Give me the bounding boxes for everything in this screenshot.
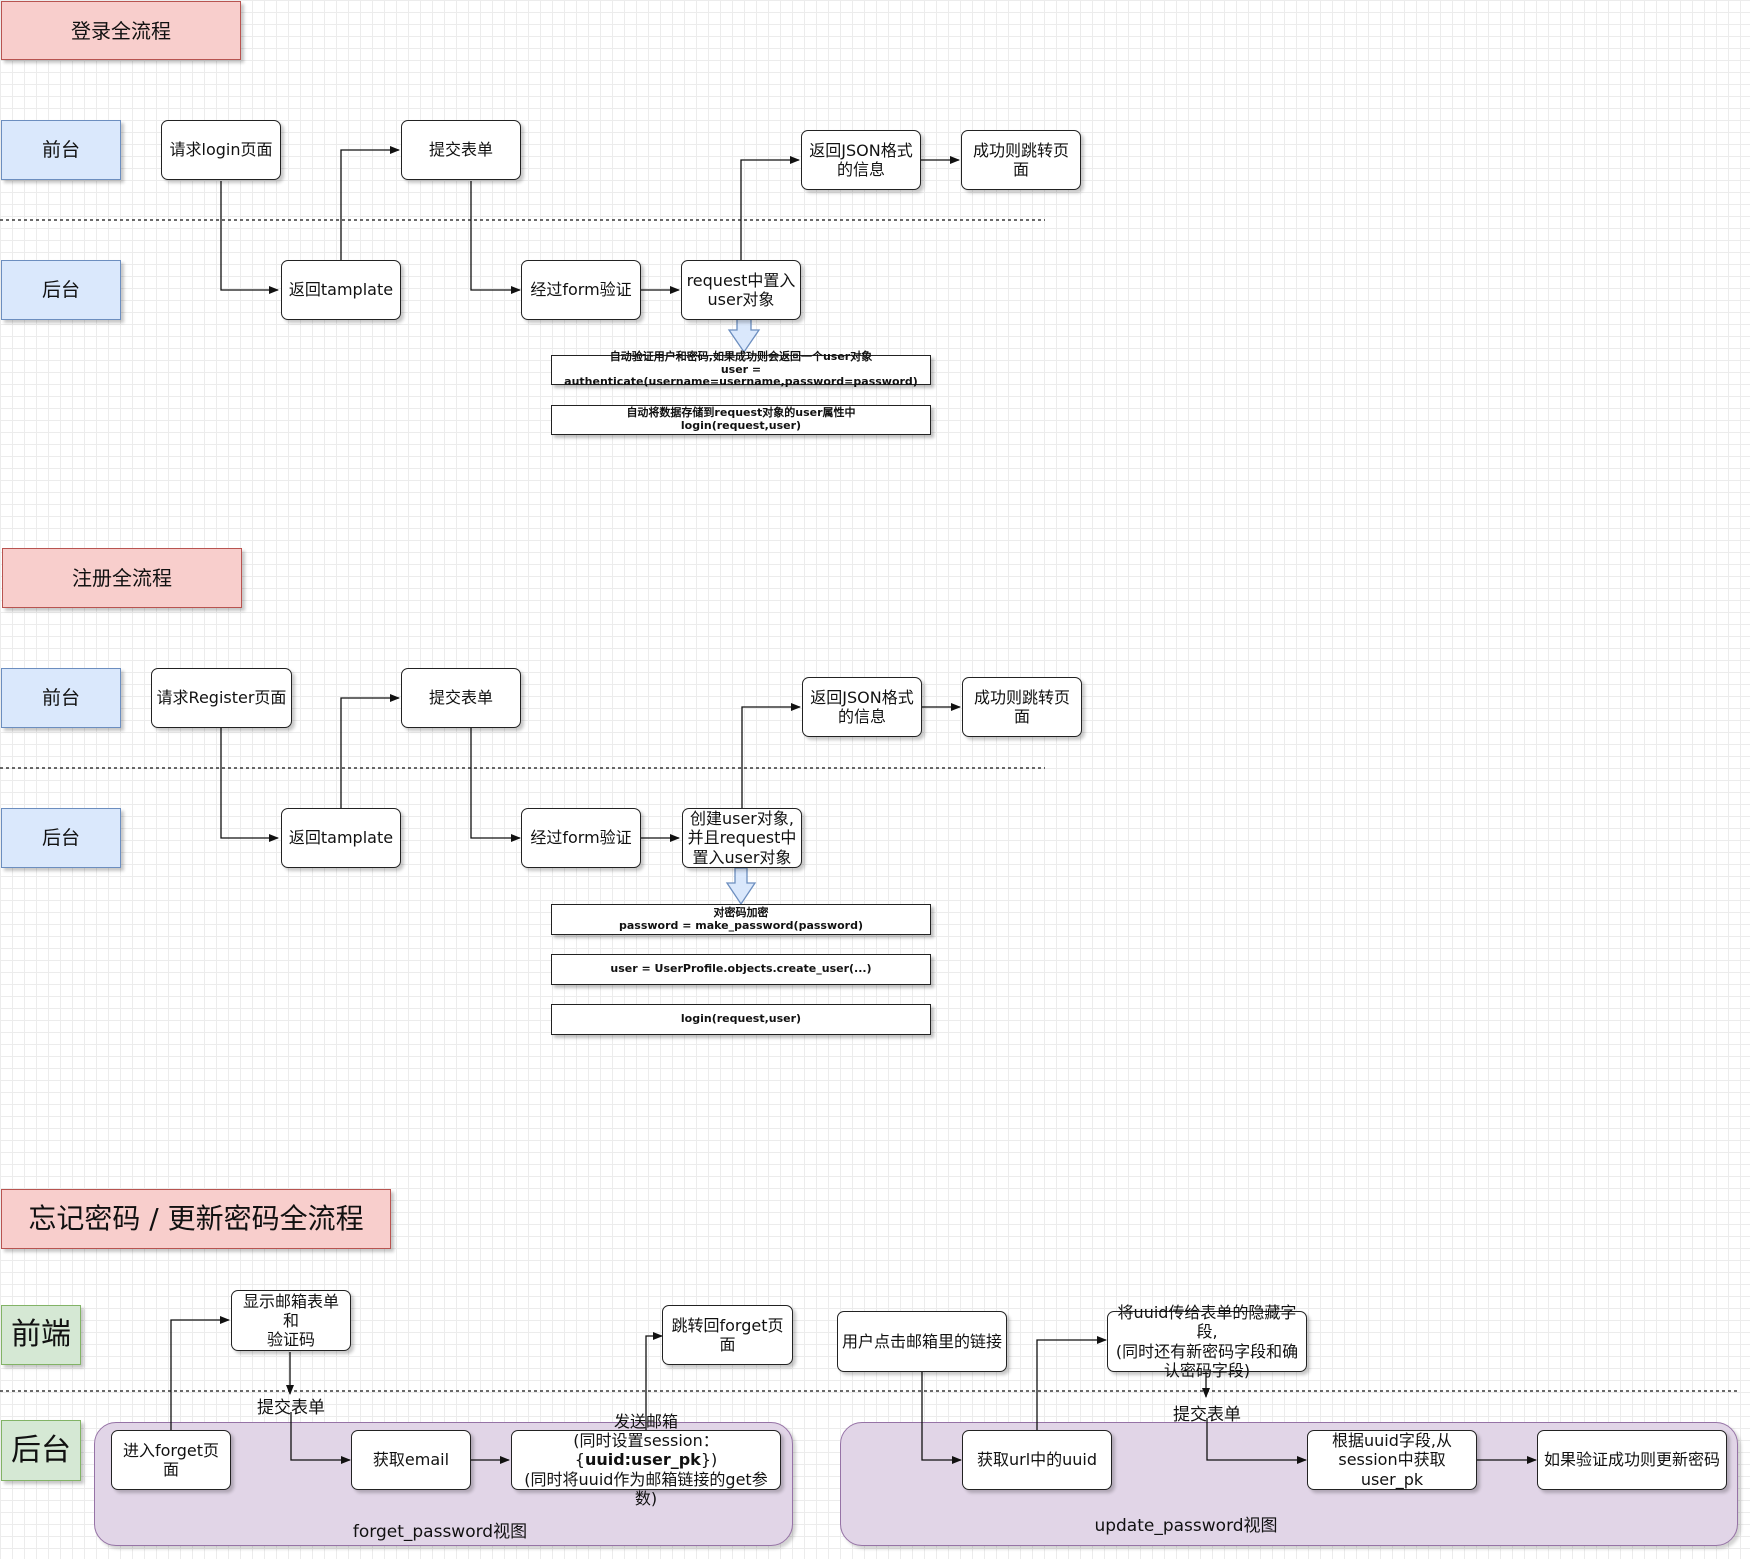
register-block-arrow: [725, 867, 757, 906]
arrow-forget-3: [290, 1412, 351, 1464]
login-lane-back: 后台: [1, 260, 121, 320]
register-success-redirect-node: 成功则跳转页面: [962, 677, 1082, 737]
get-uuid-from-url-node: 获取url中的uuid: [962, 1430, 1112, 1490]
send-email-line3: (同时将uuid作为邮箱链接的get参数): [524, 1469, 768, 1508]
pass-uuid-hidden-field-node: 将uuid传给表单的隐藏字段, (同时还有新密码字段和确 认密码字段): [1107, 1303, 1307, 1380]
back-to-forget-page-node: 跳转回forget页面: [662, 1305, 793, 1365]
forget-password-view-label: forget_password视图: [352, 1522, 528, 1542]
arrow-register-5: [741, 703, 801, 808]
arrow-update-4: [1206, 1418, 1307, 1464]
user-click-email-link-node: 用户点击邮箱里的链接: [837, 1311, 1007, 1372]
register-create-user-node: 创建user对象, 并且request中 置入user对象: [682, 808, 802, 868]
arrow-register-3: [470, 728, 521, 842]
forget-flow-title: 忘记密码 / 更新密码全流程: [1, 1189, 391, 1249]
send-email-node: 发送邮箱 (同时设置session：{uuid:user_pk}) (同时将uu…: [511, 1412, 781, 1508]
arrow-login-3: [470, 181, 521, 294]
register-flow-title: 注册全流程: [2, 548, 242, 608]
register-lane-back: 后台: [1, 808, 121, 868]
forget-submit-form-label: 提交表单: [257, 1398, 325, 1418]
request-register-page-node: 请求Register页面: [151, 668, 292, 728]
arrow-login-2: [340, 146, 400, 260]
arrow-forget-1: [170, 1316, 230, 1430]
login-login-note: 自动将数据存储到request对象的user属性中 login(request,…: [551, 405, 931, 435]
arrow-update-1: [921, 1372, 962, 1464]
update-submit-form-label: 提交表单: [1173, 1405, 1241, 1425]
send-email-line1: 发送邮箱: [613, 1412, 678, 1432]
login-return-json-node: 返回JSON格式 的信息: [801, 130, 921, 190]
arrow-update-2: [1036, 1336, 1107, 1430]
arrow-forget-5: [645, 1332, 663, 1430]
enter-forget-page-node: 进入forget页面: [111, 1430, 231, 1490]
register-return-template-node: 返回tamplate: [281, 808, 401, 868]
login-success-redirect-node: 成功则跳转页面: [961, 130, 1081, 190]
login-return-template-node: 返回tamplate: [281, 260, 401, 320]
forget-lane-back: 后台: [1, 1420, 81, 1481]
register-return-json-node: 返回JSON格式 的信息: [802, 677, 922, 737]
send-email-line2-suffix: }): [700, 1450, 718, 1470]
login-authenticate-note: 自动验证用户和密码,如果成功则会返回一个user对象 user = authen…: [551, 350, 931, 388]
login-block-arrow: [727, 314, 761, 354]
register-submit-form-node: 提交表单: [401, 668, 521, 728]
register-password-note: 对密码加密 password = make_password(password): [551, 904, 931, 935]
login-lane-front: 前台: [1, 120, 121, 180]
request-login-page-node: 请求login页面: [161, 120, 281, 180]
register-lane-front: 前台: [1, 668, 121, 728]
send-email-line2-prefix: (同时设置session：{: [573, 1431, 719, 1470]
arrow-login-1: [220, 181, 279, 294]
login-put-user-node: request中置入 user对象: [681, 260, 801, 320]
arrow-login-5: [740, 156, 800, 260]
arrow-register-1: [220, 728, 279, 842]
send-email-session-key: uuid:user_pk: [584, 1450, 701, 1470]
register-login-note: login(request,user): [551, 1004, 931, 1035]
login-submit-form-node: 提交表单: [401, 120, 521, 180]
show-email-form-node: 显示邮箱表单和 验证码: [231, 1290, 351, 1351]
login-flow-title: 登录全流程: [1, 1, 241, 60]
forget-lane-front: 前端: [1, 1305, 81, 1365]
arrow-register-2: [340, 694, 400, 808]
register-form-validate-node: 经过form验证: [521, 808, 641, 868]
get-user-pk-from-session-node: 根据uuid字段,从 session中获取user_pk: [1307, 1430, 1477, 1490]
send-email-line2: (同时设置session：{uuid:user_pk}): [516, 1431, 776, 1469]
login-form-validate-node: 经过form验证: [521, 260, 641, 320]
update-password-view-label: update_password视图: [1094, 1516, 1278, 1536]
update-password-node: 如果验证成功则更新密码: [1537, 1430, 1727, 1490]
register-create-user-note: user = UserProfile.objects.create_user(.…: [551, 954, 931, 985]
get-email-node: 获取email: [351, 1430, 471, 1490]
